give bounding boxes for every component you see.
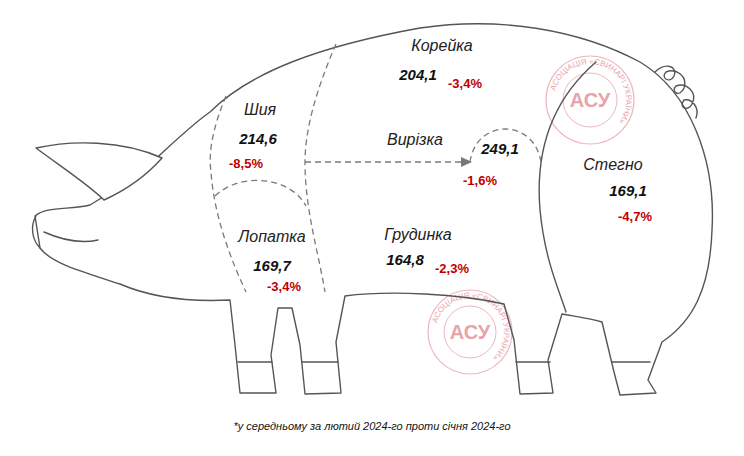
- price-change: -4,7%: [618, 210, 652, 225]
- cut-name: Корейка: [411, 37, 472, 55]
- cut-name: Стегно: [583, 156, 642, 174]
- price-change: -3,4%: [448, 77, 482, 92]
- price-change: -1,6%: [463, 174, 497, 189]
- watermark-logo: АСУ: [570, 89, 611, 111]
- price-value: 169,1: [609, 182, 647, 199]
- cut-name: Грудинка: [384, 226, 451, 244]
- price-change: -2,3%: [435, 262, 469, 277]
- cut-name: Вирізка: [387, 131, 443, 149]
- cut-line: [470, 129, 541, 162]
- price-value: 204,1: [399, 66, 437, 83]
- stamp-ring: [546, 56, 634, 144]
- ham-outline: [539, 62, 596, 312]
- pig-ear: [36, 143, 162, 200]
- leg-joint: [238, 361, 650, 362]
- watermark-text: АСОЦІАЦІЯ «СВИНАРІ УКРАЇНИ»: [430, 291, 511, 363]
- cut-name: Лопатка: [238, 228, 305, 246]
- stamp-ring: [563, 73, 617, 127]
- pig-mouth: [44, 232, 98, 242]
- price-value: 164,8: [386, 251, 424, 268]
- cut-line: [215, 180, 306, 206]
- cut-line: [305, 161, 462, 162]
- price-change: -3,4%: [267, 280, 301, 295]
- footnote: *у середньому за лютий 2024-го проти січ…: [233, 420, 510, 432]
- price-value: 249,1: [481, 140, 519, 157]
- cut-line: [305, 44, 336, 292]
- cut-line: [210, 96, 246, 292]
- pig-tail: [655, 66, 697, 118]
- pig-body: [35, 24, 712, 395]
- pointer-arrow: [461, 157, 472, 167]
- watermark-logo: АСУ: [450, 321, 491, 343]
- cut-name: Шия: [244, 101, 276, 119]
- stamp-ring: [444, 306, 496, 358]
- price-change: -8,5%: [229, 157, 263, 172]
- price-value: 214,6: [239, 130, 277, 147]
- pig-snout: [33, 216, 40, 248]
- price-value: 169,7: [253, 257, 291, 274]
